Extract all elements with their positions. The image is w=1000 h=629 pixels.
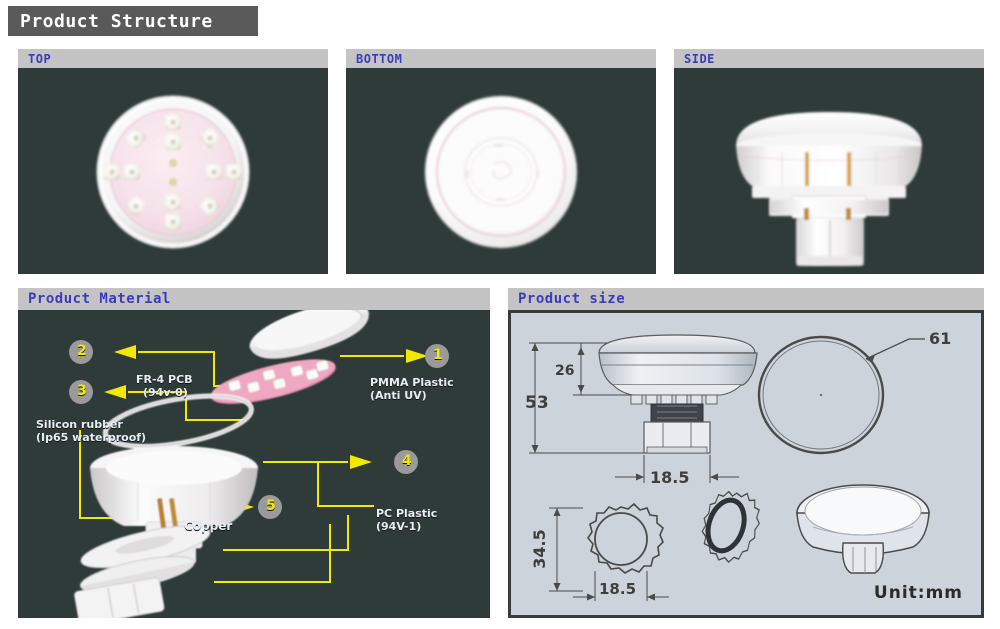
dimension-base-stem-d: 18.5: [599, 580, 636, 598]
dimension-outer-diameter: 61: [929, 329, 951, 348]
view-label-bottom: BOTTOM: [346, 49, 656, 68]
dimension-height-dome: 26: [555, 363, 574, 379]
photo-top-view: [18, 68, 328, 274]
dimension-height-total: 53: [525, 393, 549, 413]
photo-side-view: [674, 68, 984, 274]
material-part-spec-3: (Ip65 waterproof): [36, 431, 147, 444]
view-label-side: SIDE: [674, 49, 984, 68]
material-part-name-4: PC Plastic: [376, 507, 438, 520]
material-part-spec-2: (94v-0): [143, 386, 188, 399]
view-label-top: TOP: [18, 49, 328, 68]
material-badge-number-5: 5: [266, 498, 276, 514]
material-badge-number-1: 1: [433, 347, 443, 363]
photo-bottom-view: [346, 68, 656, 274]
material-part-name-5: Copper: [184, 519, 233, 533]
page-title: Product Structure: [8, 6, 258, 36]
material-badge-number-3: 3: [77, 383, 87, 399]
panel-product-material: 1 2 3 4 5 PMMA Plastic (Anti UV) FR-4 PC…: [18, 310, 490, 618]
material-part-spec-4: (94V-1): [376, 520, 422, 533]
material-part-name-1: PMMA Plastic: [370, 376, 454, 389]
material-part-name-2: FR-4 PCB: [136, 373, 193, 386]
section-title-product-size: Product size: [508, 288, 984, 310]
material-badge-number-2: 2: [77, 343, 87, 359]
material-badge-number-4: 4: [402, 453, 412, 469]
material-part-name-3: Silicon rubber: [36, 418, 123, 431]
panel-product-size: 53 26: [508, 310, 984, 618]
unit-label: Unit:mm: [873, 583, 963, 603]
material-part-spec-1: (Anti UV): [370, 389, 427, 402]
section-title-product-material: Product Material: [18, 288, 490, 310]
dimension-base-width: 18.5: [650, 468, 689, 487]
dimension-base-flange-d: 34.5: [530, 529, 549, 568]
